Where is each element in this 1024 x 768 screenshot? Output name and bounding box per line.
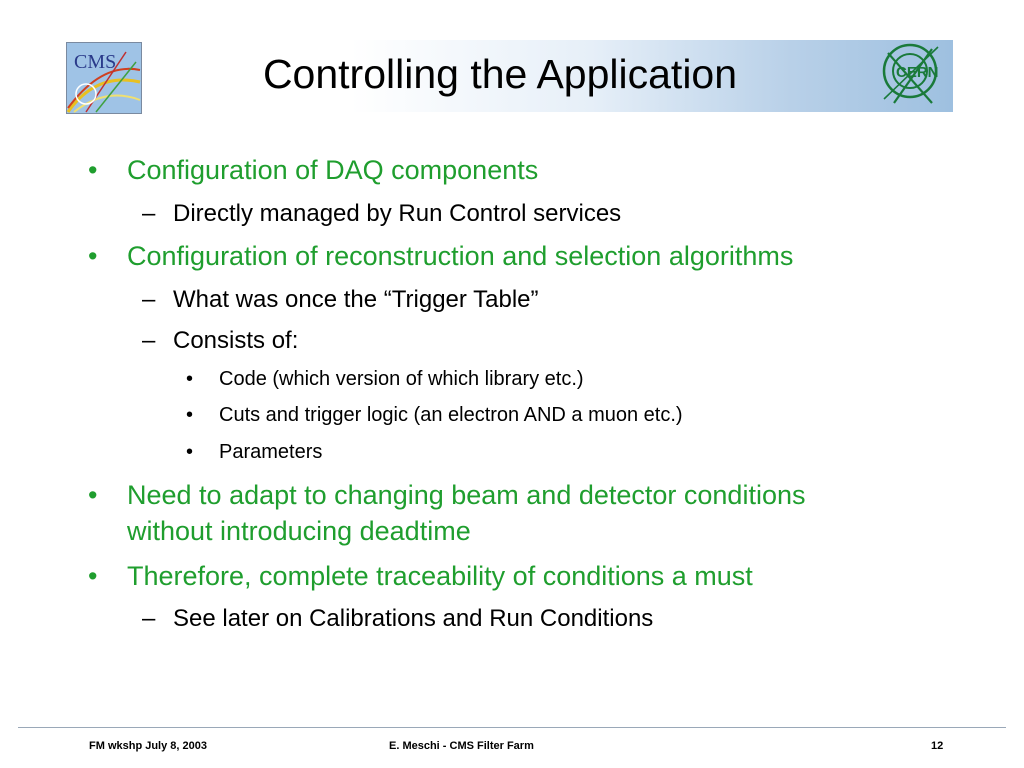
footer-event-date: FM wkshp July 8, 2003 (89, 740, 207, 752)
bullet-text: Configuration of reconstruction and sele… (127, 241, 794, 271)
bullet-marker: – (142, 200, 156, 227)
bullet-marker: – (142, 327, 156, 354)
cms-logo-text: CMS (74, 51, 116, 73)
bullet-marker: • (88, 155, 98, 185)
bullet-text: Configuration of DAQ components (127, 155, 539, 185)
bullet-marker: • (186, 404, 194, 426)
bullet-marker: • (88, 561, 98, 591)
footer-author: E. Meschi - CMS Filter Farm (389, 740, 534, 752)
bullet-marker: – (142, 605, 156, 632)
footer-divider (18, 727, 1006, 728)
bullet-text: Cuts and trigger logic (an electron AND … (219, 404, 683, 426)
cms-logo: CMS (66, 42, 142, 114)
bullet-text: Therefore, complete traceability of cond… (127, 561, 753, 591)
bullet-text: What was once the “Trigger Table” (173, 286, 539, 313)
bullet-text: Parameters (219, 441, 323, 463)
bullet-text: Consists of: (173, 327, 299, 354)
bullet-text: See later on Calibrations and Run Condit… (173, 605, 654, 632)
bullet-marker: • (186, 441, 194, 463)
page-number: 12 (931, 740, 944, 752)
bullet-text: Need to adapt to changing beam and detec… (127, 480, 806, 510)
bullet-marker: • (186, 368, 194, 390)
slide-title: Controlling the Application (262, 51, 738, 97)
cern-logo-text: CERN (896, 64, 939, 81)
bullet-marker: • (88, 480, 98, 510)
bullet-marker: • (88, 241, 98, 271)
bullet-text: Directly managed by Run Control services (173, 200, 622, 227)
cern-logo: CERN (882, 43, 939, 104)
bullet-text: Code (which version of which library etc… (219, 368, 584, 390)
bullet-text: without introducing deadtime (127, 516, 471, 546)
bullet-marker: – (142, 286, 156, 313)
title-bar (150, 40, 953, 112)
